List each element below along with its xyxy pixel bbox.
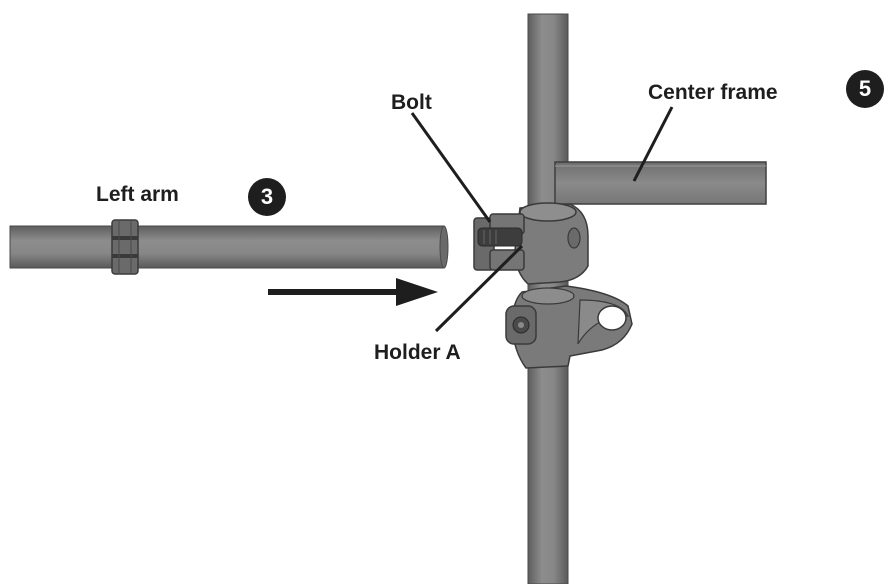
holder-a-label: Holder A [374,341,461,364]
left-arm-label: Left arm [96,183,179,206]
step-3-badge: 3 [248,178,286,216]
bolt-leader-line [410,112,492,223]
knob-icon [505,305,537,345]
holder-a-clamp [473,202,589,285]
insert-direction-arrow [268,278,438,306]
step-5-badge: 5 [846,70,884,108]
center-frame-leader-line [632,106,674,182]
left-arm-clamp [111,219,139,275]
bolt-label: Bolt [391,91,432,114]
lower-clamp-holder [505,285,633,369]
holder-a-leader-line [434,244,524,333]
center-frame-label: Center frame [648,81,778,104]
center-frame-bar [554,161,767,205]
left-arm-pipe [9,225,449,269]
bolt-part [473,213,525,271]
